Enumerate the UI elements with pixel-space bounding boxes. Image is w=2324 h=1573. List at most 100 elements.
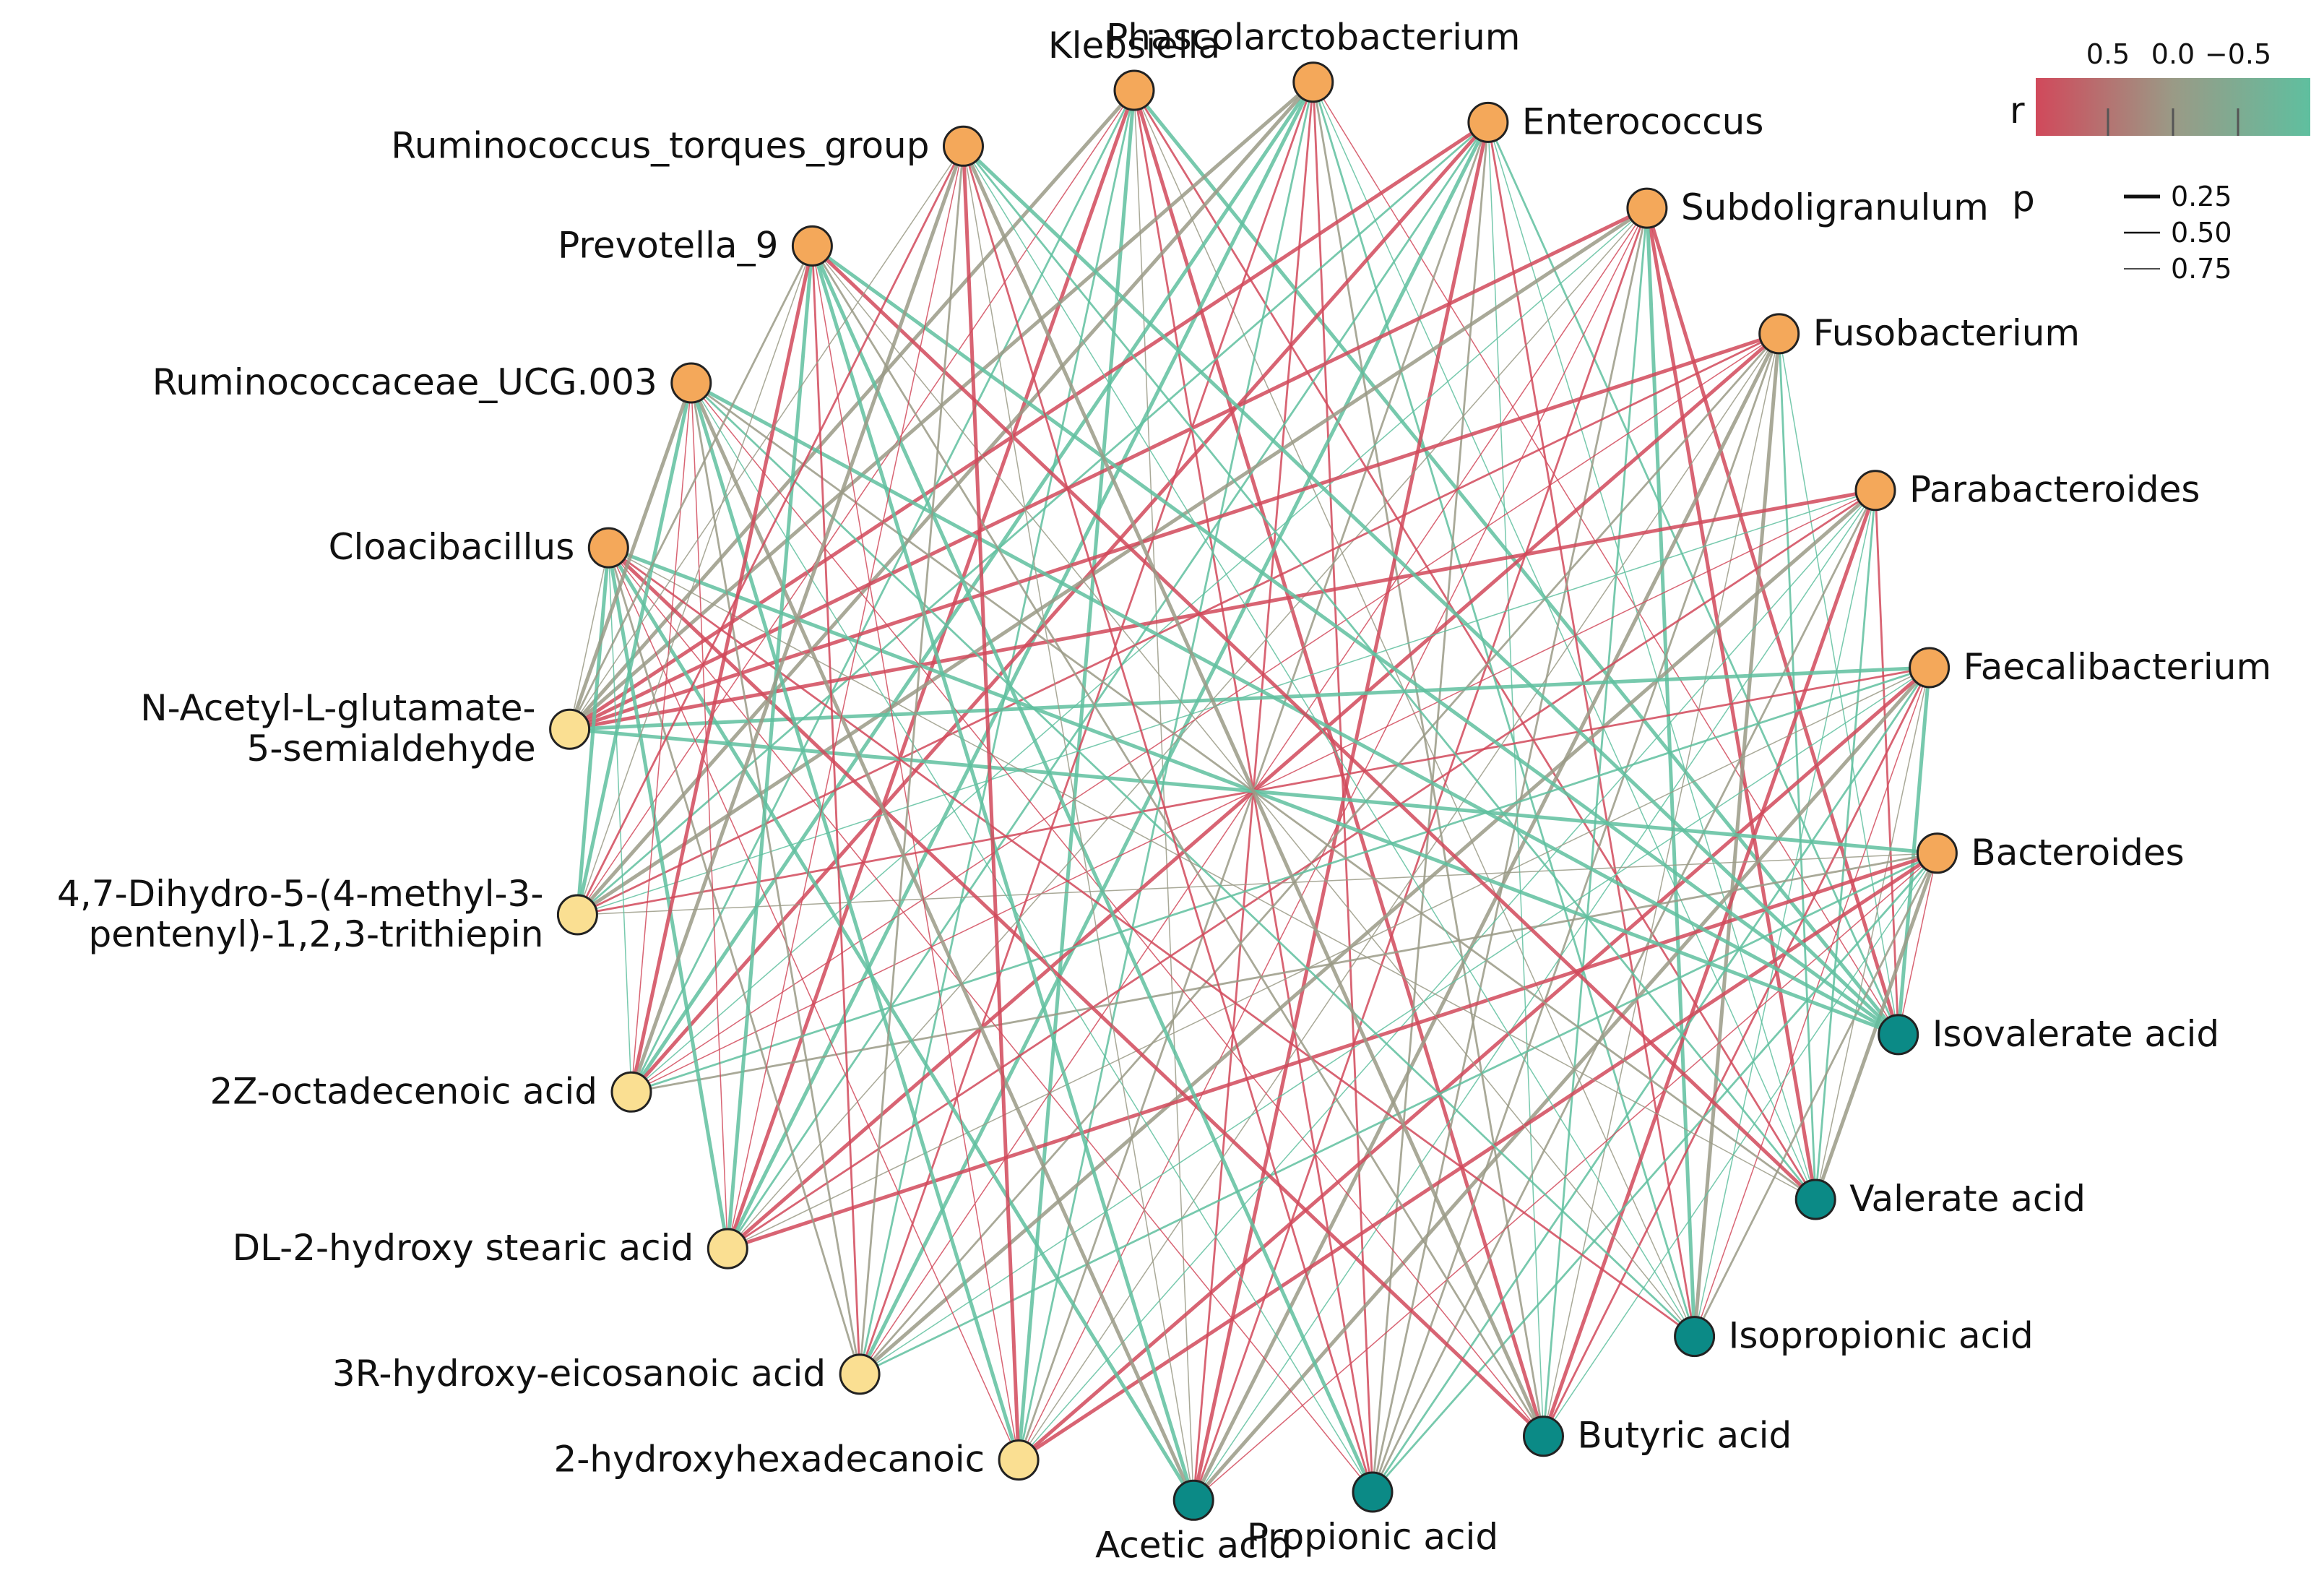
node-parabacteroides[interactable] (1854, 470, 1896, 512)
edge-142 (568, 382, 694, 731)
edge-110 (691, 382, 1545, 1437)
node-faecalibacterium[interactable] (1909, 647, 1951, 689)
label-prevotella-9: Prevotella_9 (558, 224, 778, 266)
edge-47 (576, 207, 1649, 917)
edge-135 (629, 245, 814, 1093)
edge-76 (1542, 667, 1930, 1437)
edge-117 (607, 546, 1196, 1501)
node-valerate-acid[interactable] (1794, 1178, 1836, 1220)
label-butyric-acid: Butyric acid (1578, 1415, 1792, 1457)
label-2z-octadecenoic-acid: 2Z-octadecenoic acid (209, 1070, 597, 1112)
r-tick-label-1: 0.5 (2086, 38, 2130, 70)
edge-118 (689, 382, 1196, 1501)
node-subdoligranulum[interactable] (1626, 187, 1668, 229)
edges (568, 80, 1939, 1501)
node-n-acetyl[interactable] (549, 708, 591, 750)
edge-8 (858, 90, 1136, 1375)
node-bacteroides[interactable] (1916, 832, 1958, 874)
label-isopropionic-acid: Isopropionic acid (1729, 1315, 2034, 1357)
node-dl-2-hydroxy-stearic-acid[interactable] (707, 1228, 748, 1270)
edge-109 (607, 546, 1545, 1438)
edge-87 (1693, 853, 1938, 1337)
label-ruminococcus-torques-group: Ruminococcus_torques_group (391, 124, 929, 166)
edge-121 (608, 547, 1019, 1460)
p-tick-label-3: 0.75 (2171, 253, 2232, 285)
edge-116 (962, 145, 1374, 1493)
node-acetic-acid[interactable] (1172, 1479, 1214, 1521)
edge-104 (962, 145, 1817, 1200)
edge-19 (1017, 82, 1315, 1460)
edge-125 (607, 547, 861, 1375)
edge-131 (725, 246, 814, 1249)
edge-65 (1371, 490, 1877, 1493)
node-propionic-acid[interactable] (1352, 1471, 1394, 1513)
edge-17 (1312, 82, 1374, 1493)
edge-132 (727, 146, 964, 1249)
node-isopropionic-acid[interactable] (1674, 1316, 1716, 1358)
nodes: KlebsiellaPhascolarctobacteriumEnterococ… (57, 17, 2271, 1566)
label-n-acetyl: N-Acetyl-L-glutamate-5-semialdehyde (140, 687, 535, 770)
edge-95 (577, 853, 1938, 915)
edge-71 (577, 489, 1876, 915)
edge-106 (690, 382, 1696, 1337)
edge-112 (962, 145, 1545, 1437)
edge-2 (1133, 90, 1817, 1200)
edge-98 (690, 381, 1899, 1037)
r-tick-label-2: 0.0 (2151, 38, 2195, 70)
edge-43 (1018, 207, 1648, 1460)
label-faecalibacterium: Faecalibacterium (1964, 646, 2272, 688)
node-cloacibacillus[interactable] (587, 527, 629, 569)
edge-143 (569, 245, 813, 730)
edge-30 (1191, 121, 1490, 1501)
edge-89 (1371, 852, 1938, 1493)
edge-133 (608, 548, 632, 1093)
edge-41 (1371, 207, 1649, 1493)
edge-6 (1133, 90, 1194, 1501)
node-ruminococcaceae-ucg-003[interactable] (670, 362, 712, 404)
p-tick-label-1: 0.25 (2171, 181, 2232, 212)
edge-103 (811, 244, 1817, 1201)
node-enterococcus[interactable] (1467, 101, 1509, 143)
edge-113 (608, 547, 1373, 1493)
edge-50 (1778, 333, 1817, 1200)
edge-130 (691, 382, 729, 1249)
edge-141 (569, 547, 610, 730)
edge-21 (726, 81, 1316, 1250)
edge-101 (608, 547, 1816, 1200)
r-legend-title: r (2010, 90, 2025, 132)
label-phascolarctobacterium: Phascolarctobacterium (1106, 17, 1520, 59)
node-isovalerate-acid[interactable] (1878, 1014, 1919, 1056)
label-bacteroides: Bacteroides (1971, 832, 2184, 874)
edge-115 (811, 245, 1375, 1494)
node-2-hydroxyhexadecanoic[interactable] (998, 1439, 1040, 1481)
label-acetic-acid: Acetic acid (1095, 1524, 1292, 1566)
p-legend-title: p (2012, 178, 2035, 220)
label-isovalerate-acid: Isovalerate acid (1932, 1013, 2220, 1055)
edge-26 (1487, 122, 1816, 1200)
edge-15 (1312, 82, 1696, 1337)
edge-94 (631, 852, 1938, 1093)
edge-144 (569, 145, 964, 730)
node-2z-octadecenoic-acid[interactable] (610, 1071, 652, 1113)
edge-136 (629, 145, 965, 1093)
edge-108 (962, 145, 1696, 1337)
edge-67 (1018, 490, 1876, 1461)
node-3r-hydroxy-eicosanoic-acid[interactable] (839, 1353, 881, 1395)
edge-34 (630, 121, 1490, 1093)
node-fusobacterium[interactable] (1758, 313, 1800, 355)
edge-45 (727, 207, 1648, 1249)
node-phascolarctobacterium[interactable] (1292, 61, 1334, 103)
label-3r-hydroxy-eicosanoic-acid: 3R-hydroxy-eicosanoic acid (332, 1353, 826, 1395)
label-2-hydroxyhexadecanoic: 2-hydroxyhexadecanoic (553, 1439, 985, 1481)
node-klebsiella[interactable] (1113, 69, 1155, 111)
node-prevotella-9[interactable] (791, 225, 833, 267)
node-butyric-acid[interactable] (1523, 1415, 1564, 1457)
legend: 0.5 0.0 −0.5 r p 0.25 0.50 0.75 (2010, 38, 2310, 285)
node-ruminococcus-torques-group[interactable] (943, 125, 984, 167)
edge-123 (811, 246, 1019, 1460)
node-4-7-dihydro[interactable] (556, 894, 598, 936)
label-cloacibacillus: Cloacibacillus (329, 526, 575, 568)
edge-134 (631, 382, 692, 1093)
label-klebsiella: Klebsiella (1048, 25, 1220, 66)
